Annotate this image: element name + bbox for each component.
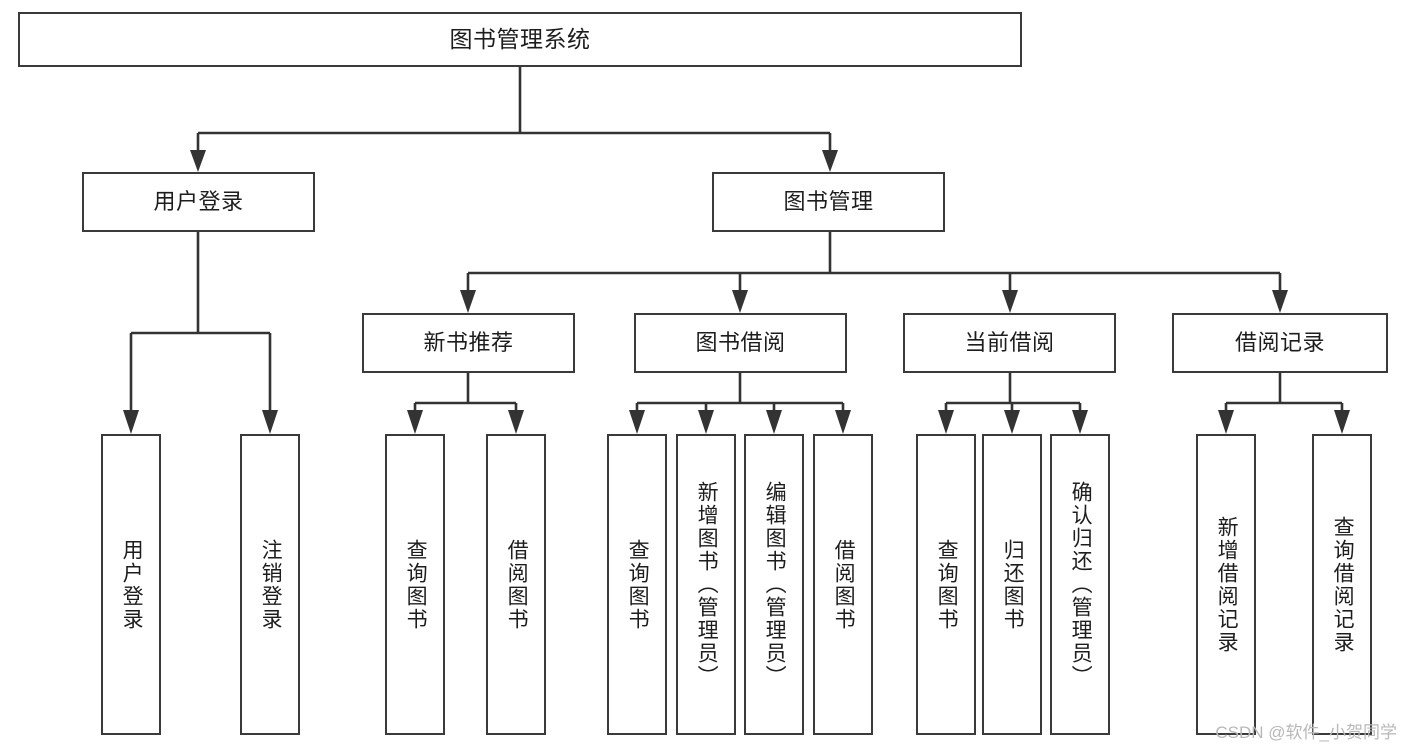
- node-book-management[interactable]: 图书管理: [712, 172, 945, 232]
- leaf-node-logout-login[interactable]: 注销登录: [240, 434, 300, 735]
- node-current-borrow[interactable]: 当前借阅: [903, 313, 1116, 373]
- node-user-login[interactable]: 用户登录: [82, 172, 315, 232]
- leaf-label: 确认归还（管理员）: [1069, 481, 1093, 688]
- leaf-label: 查询图书: [935, 538, 959, 631]
- leaf-node-add-borrow-record[interactable]: 新增借阅记录: [1196, 434, 1256, 735]
- leaf-node-return-book[interactable]: 归还图书: [982, 434, 1042, 735]
- leaf-label: 用户登录: [120, 538, 144, 631]
- leaf-node-edit-book-admin[interactable]: 编辑图书（管理员）: [744, 434, 804, 735]
- leaf-node-borrow-book-borrow[interactable]: 借阅图书: [813, 434, 873, 735]
- node-book-borrow[interactable]: 图书借阅: [634, 313, 847, 373]
- node-new-book-recommend[interactable]: 新书推荐: [362, 313, 575, 373]
- csdn-watermark: CSDN @软件_小贺同学: [1215, 723, 1397, 742]
- leaf-label: 查询图书: [404, 538, 428, 631]
- leaf-node-query-borrow-record[interactable]: 查询借阅记录: [1312, 434, 1372, 735]
- root-node-book-management-system[interactable]: 图书管理系统: [18, 12, 1022, 67]
- leaf-label: 新增图书（管理员）: [695, 481, 719, 688]
- leaf-node-query-book-current[interactable]: 查询图书: [916, 434, 976, 735]
- leaf-label: 注销登录: [259, 538, 283, 631]
- leaf-node-borrow-book-recommend[interactable]: 借阅图书: [486, 434, 546, 735]
- node-borrow-record[interactable]: 借阅记录: [1172, 313, 1388, 373]
- leaf-label: 编辑图书（管理员）: [763, 481, 787, 688]
- leaf-node-query-book-borrow[interactable]: 查询图书: [607, 434, 667, 735]
- leaf-node-query-book-recommend[interactable]: 查询图书: [385, 434, 445, 735]
- leaf-label: 借阅图书: [832, 538, 856, 631]
- leaf-label: 查询图书: [626, 538, 650, 631]
- leaf-node-confirm-return-admin[interactable]: 确认归还（管理员）: [1050, 434, 1110, 735]
- leaf-label: 查询借阅记录: [1331, 515, 1355, 654]
- leaf-label: 归还图书: [1001, 538, 1025, 631]
- leaf-label: 新增借阅记录: [1215, 515, 1239, 654]
- leaf-node-user-login[interactable]: 用户登录: [101, 434, 161, 735]
- leaf-node-add-book-admin[interactable]: 新增图书（管理员）: [676, 434, 736, 735]
- leaf-label: 借阅图书: [505, 538, 529, 631]
